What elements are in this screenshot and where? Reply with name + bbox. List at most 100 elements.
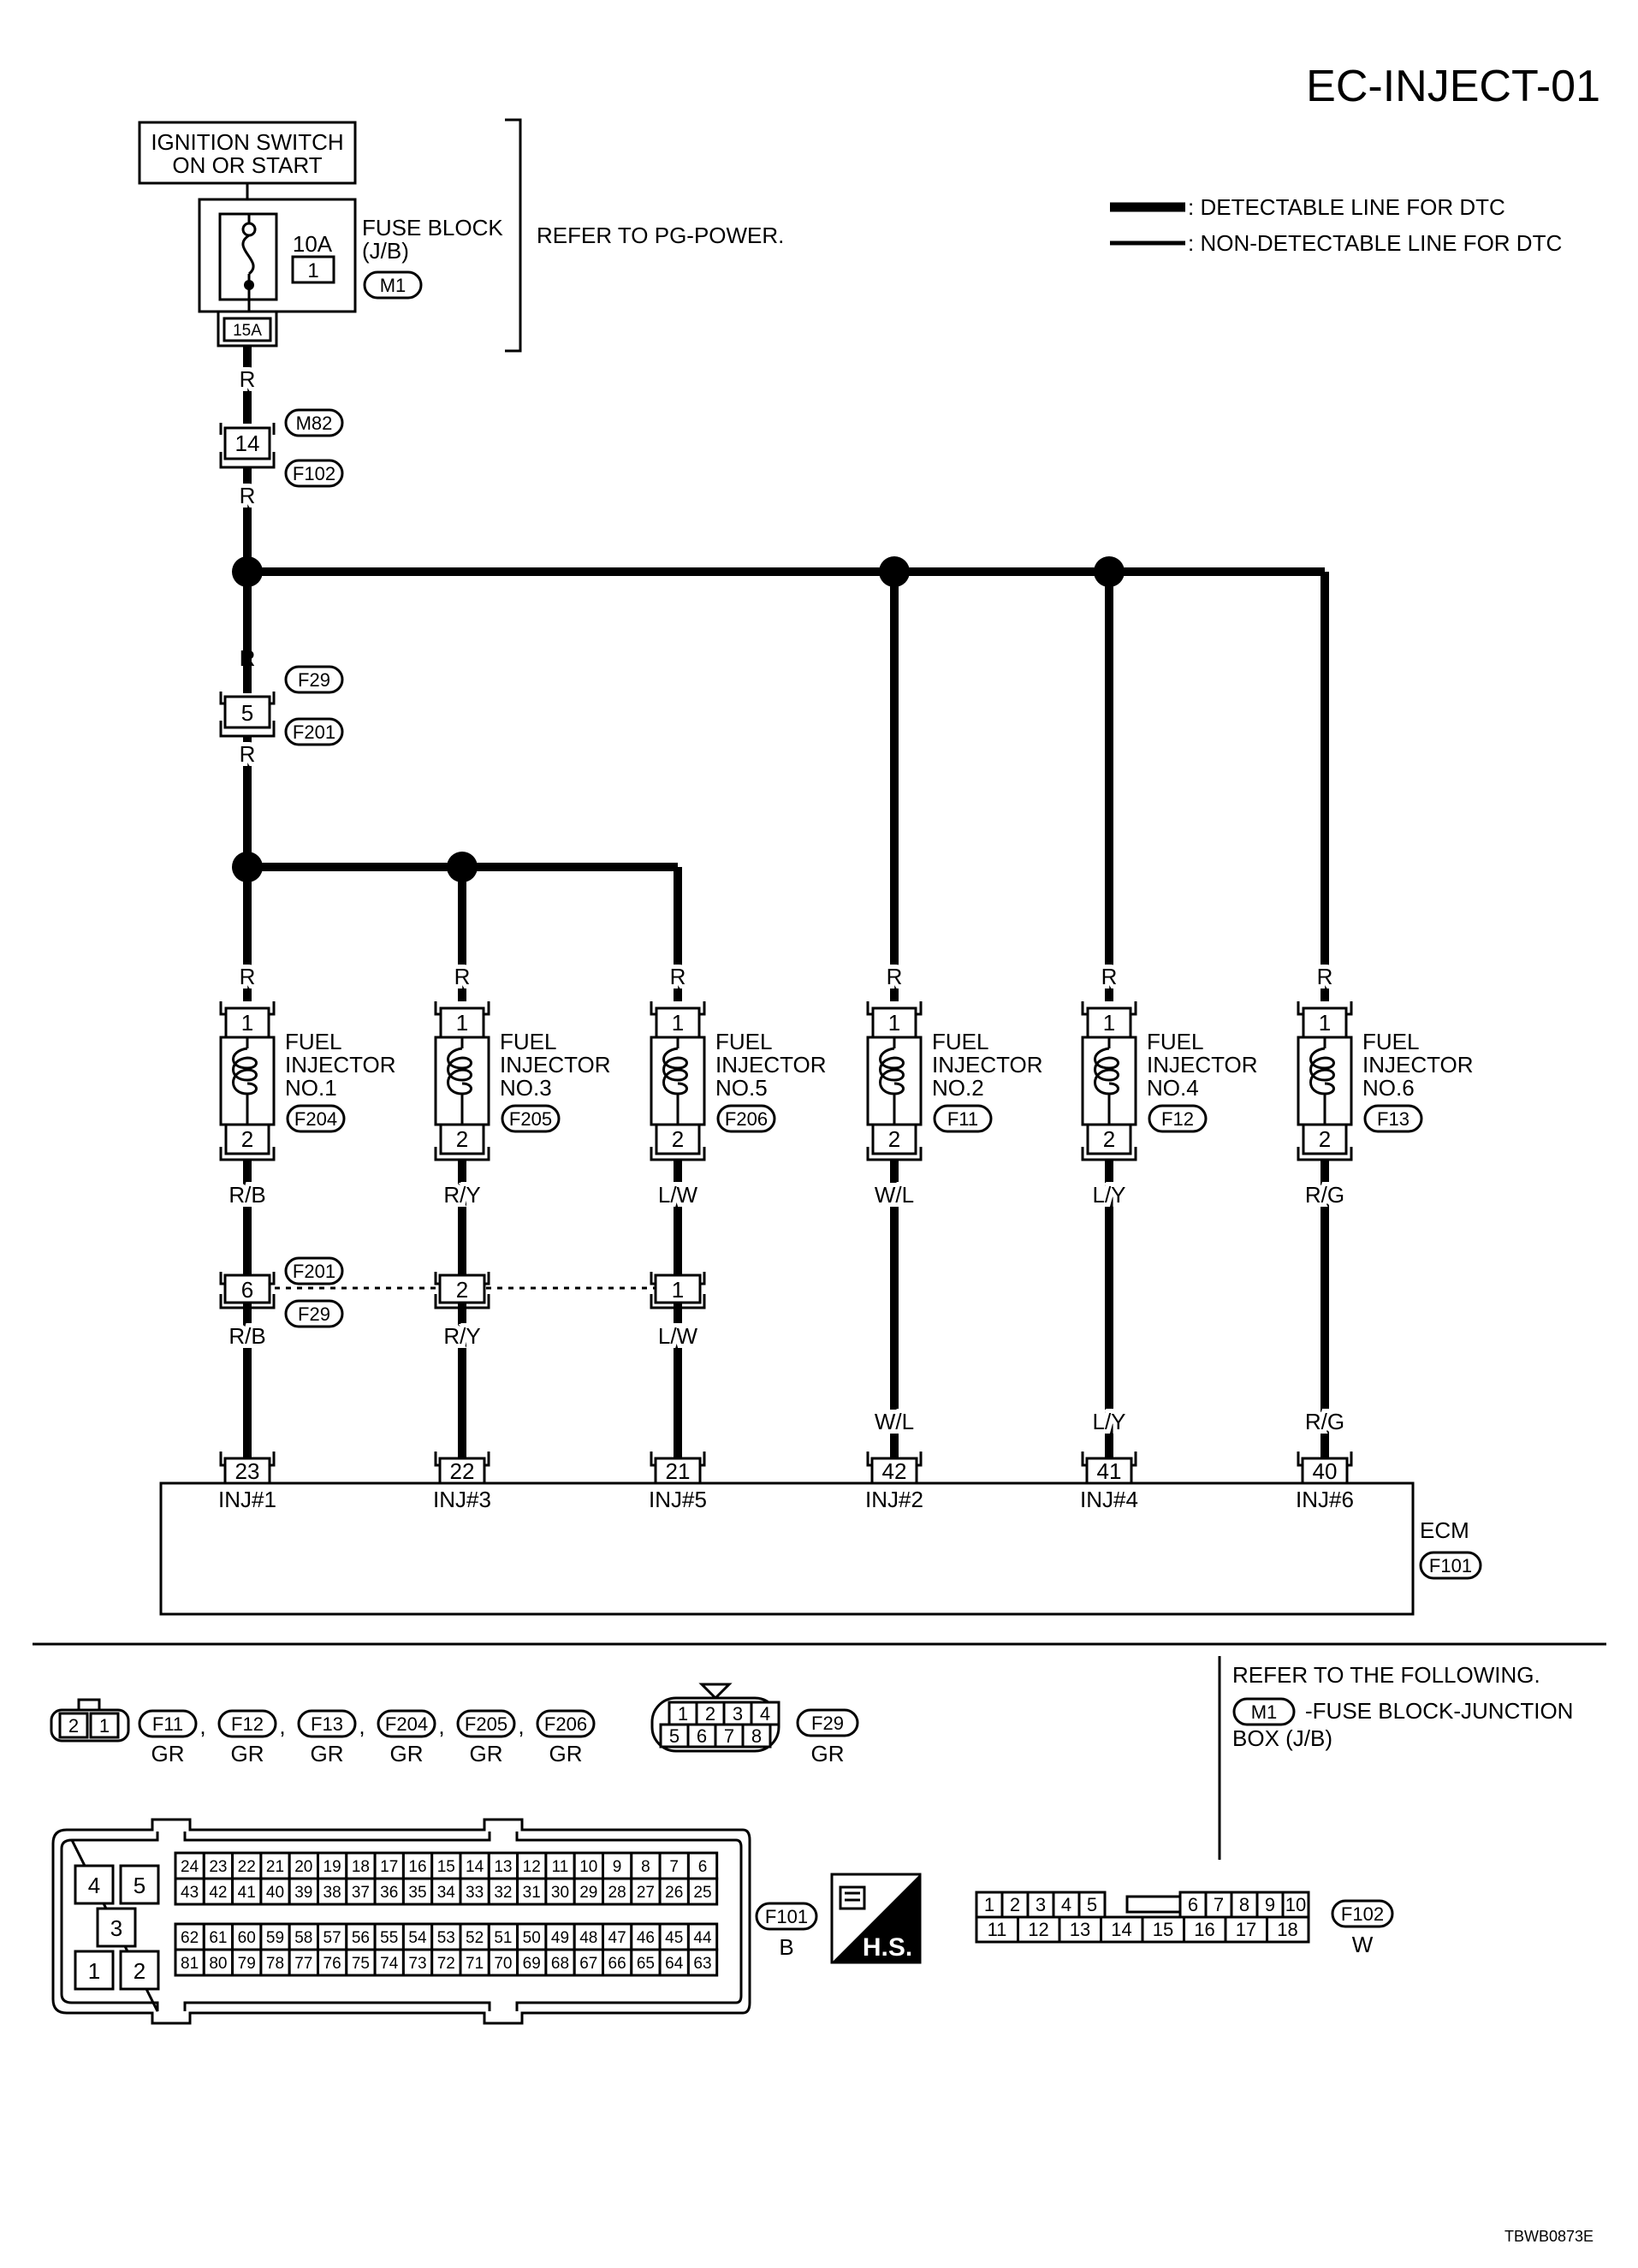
svg-text:REFER TO THE FOLLOWING.: REFER TO THE FOLLOWING. <box>1232 1662 1540 1688</box>
f101-pin-number: 57 <box>323 1929 341 1947</box>
f102-pin-number: 17 <box>1236 1919 1256 1940</box>
f102-pin-number: 7 <box>1214 1894 1224 1915</box>
f101-pin-number: 13 <box>494 1858 512 1876</box>
svg-text:R: R <box>240 483 256 508</box>
svg-text:1: 1 <box>672 1277 684 1303</box>
connector-color: GR <box>549 1741 583 1766</box>
f102-pin-number: 3 <box>1036 1894 1046 1915</box>
terminal-15a: 15A <box>217 312 278 347</box>
f29-pin-number: 1 <box>678 1703 688 1725</box>
injector-connector: F204 <box>294 1108 337 1130</box>
svg-text:R/B: R/B <box>228 1323 265 1349</box>
f101-pin-number: 28 <box>608 1884 626 1902</box>
f29-pin <box>686 1723 717 1748</box>
connector-m82-f102: 14 M82 F102 <box>219 408 344 488</box>
injector-group: 12FUELINJECTORNO.1F20412FUELINJECTORNO.3… <box>219 1001 1474 1161</box>
f101-pin <box>345 1948 377 1977</box>
ecm-pin: 42 <box>882 1458 907 1484</box>
injector-connector: F206 <box>725 1108 768 1130</box>
injector-number: NO.5 <box>715 1075 768 1101</box>
f101-pin <box>259 1877 291 1906</box>
conn-f201-inline: F201 <box>293 1261 335 1282</box>
f102-pin-number: 12 <box>1028 1919 1048 1940</box>
connector-name: F206 <box>544 1713 587 1735</box>
f101-pin-number: 10 <box>579 1858 597 1876</box>
f102-pin <box>1266 1915 1310 1944</box>
f101-pin <box>487 1948 519 1977</box>
pin-bottom: 2 <box>241 1126 253 1152</box>
pin-bottom: 2 <box>672 1126 684 1152</box>
conn-f29: F29 <box>298 669 330 691</box>
injector-label: FUEL <box>932 1029 988 1054</box>
f29-pin-number: 6 <box>697 1725 707 1747</box>
f101-pin-number: 41 <box>238 1884 256 1902</box>
conn-m1-ref: M1 <box>1251 1701 1278 1723</box>
svg-text:FUSE BLOCK: FUSE BLOCK <box>362 215 503 240</box>
ecm-terminal-name: INJ#2 <box>865 1487 923 1512</box>
svg-text:-FUSE BLOCK-JUNCTION: -FUSE BLOCK-JUNCTION <box>1305 1698 1573 1724</box>
f101-pin <box>317 1877 348 1906</box>
f29-pin-number: 8 <box>751 1725 762 1747</box>
f101-pin-number: 16 <box>408 1858 426 1876</box>
f101-pin-number: 39 <box>294 1884 312 1902</box>
f101-pin-number: 32 <box>494 1884 512 1902</box>
ecm-pin: 41 <box>1097 1458 1122 1484</box>
hs-label: H.S. <box>863 1933 912 1962</box>
fuse-amp: 10A <box>293 231 333 257</box>
ecm-terminal-name: INJ#1 <box>218 1487 276 1512</box>
svg-text:R/Y: R/Y <box>443 1323 480 1349</box>
f102-pin-number: 2 <box>1010 1894 1020 1915</box>
f101-pin-number: 71 <box>466 1955 484 1973</box>
svg-text:R: R <box>240 366 256 392</box>
f101-pin-number: 22 <box>238 1858 256 1876</box>
injector-number: NO.3 <box>500 1075 552 1101</box>
f101-pin-number: 73 <box>408 1955 426 1973</box>
injector-label: FUEL <box>285 1029 341 1054</box>
f102-pin-number: 10 <box>1285 1894 1306 1915</box>
f29-pin-number: 7 <box>724 1725 734 1747</box>
pin-top: 1 <box>1319 1010 1331 1036</box>
conn-f102: F102 <box>293 463 335 484</box>
f101-pin <box>658 1851 690 1880</box>
ecm-terminals: 23INJ#122INJ#321INJ#542INJ#241INJ#440INJ… <box>218 1452 1354 1512</box>
separator: , <box>438 1713 444 1739</box>
f101-pin-number: 43 <box>181 1884 199 1902</box>
svg-text:2: 2 <box>68 1715 79 1737</box>
legend-detectable: : DETECTABLE LINE FOR DTC <box>1188 194 1505 220</box>
f101-pin-number: 60 <box>238 1929 256 1947</box>
f101-pin-number: 20 <box>294 1858 312 1876</box>
f101-pin-number: 23 <box>209 1858 227 1876</box>
pin-bottom: 2 <box>1103 1126 1115 1152</box>
svg-text:W: W <box>1352 1932 1374 1957</box>
f102-pin <box>975 1915 1019 1944</box>
f101-pin-number: 61 <box>209 1929 227 1947</box>
injector-number: NO.2 <box>932 1075 984 1101</box>
f101-pin <box>288 1922 320 1951</box>
f101-pin-number: 27 <box>637 1884 655 1902</box>
connector-name: F12 <box>231 1713 264 1735</box>
svg-text:R: R <box>240 741 256 767</box>
pin-top: 1 <box>888 1010 900 1036</box>
f101-pin <box>259 1948 291 1977</box>
f101-pin-number: 48 <box>579 1929 597 1947</box>
f101-pin <box>373 1948 405 1977</box>
svg-text:1: 1 <box>99 1715 110 1737</box>
f102-pin-number: 15 <box>1153 1919 1173 1940</box>
f101-pin-number: 46 <box>637 1929 655 1947</box>
conn-f101-view: F101 <box>765 1906 808 1927</box>
svg-text:R: R <box>454 964 471 989</box>
f101-pin-number: 74 <box>380 1955 399 1973</box>
f101-pin <box>630 1922 662 1951</box>
f101-pin <box>630 1877 662 1906</box>
f102-pin-number: 1 <box>984 1894 994 1915</box>
f102-pin <box>1230 1891 1259 1919</box>
f101-pin-number: 63 <box>693 1955 711 1973</box>
f102-pin-number: 5 <box>1087 1894 1097 1915</box>
f101-pin-number: 80 <box>209 1955 227 1973</box>
